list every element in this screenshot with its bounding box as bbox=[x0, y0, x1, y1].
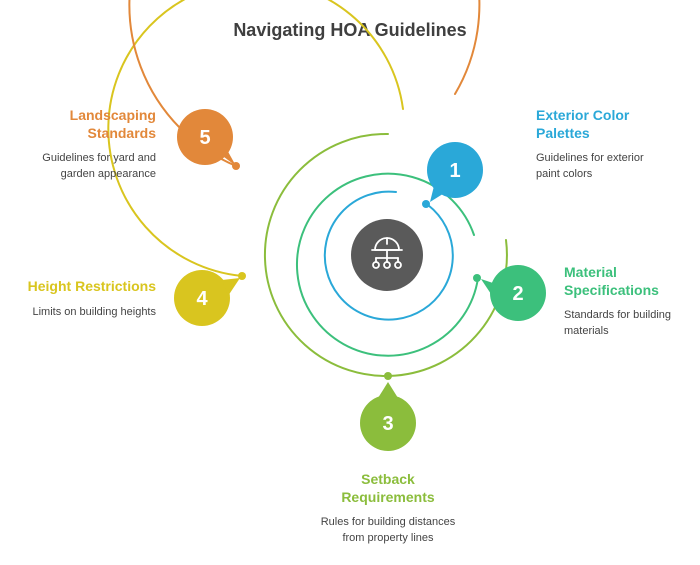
item-1-label-line-1: Exterior Color bbox=[536, 107, 630, 123]
item-5-label: Landscaping Standards bbox=[0, 106, 156, 142]
item-2-description: Standards for building materials bbox=[564, 307, 671, 339]
badge-1-circle bbox=[427, 142, 483, 198]
badge-2-pointer bbox=[481, 279, 495, 300]
item-1-description: Guidelines for exterior paint colors bbox=[536, 150, 644, 182]
dot-1 bbox=[422, 200, 430, 208]
item-1-label-line-2: Palettes bbox=[536, 125, 590, 141]
item-3-label-line-1: Setback bbox=[361, 471, 415, 487]
item-4-desc-line-1: Limits on building heights bbox=[32, 306, 156, 318]
badge-3-circle bbox=[360, 395, 416, 451]
item-5-desc-line-1: Guidelines for yard and bbox=[42, 152, 156, 164]
badge-1[interactable]: 1 bbox=[427, 142, 483, 202]
item-1-desc-line-2: paint colors bbox=[536, 168, 593, 180]
badge-4-number: 4 bbox=[196, 288, 208, 310]
item-3-label-line-2: Requirements bbox=[341, 489, 435, 505]
item-4-description: Limits on building heights bbox=[0, 304, 156, 320]
badge-1-number: 1 bbox=[449, 160, 460, 182]
item-4-label-line-1: Height Restrictions bbox=[27, 278, 156, 294]
item-5-label-line-2: Standards bbox=[87, 125, 156, 141]
ring-1-blue bbox=[323, 190, 454, 321]
badge-3-number: 3 bbox=[382, 413, 393, 435]
badge-3-pointer bbox=[378, 382, 398, 398]
item-2-label-line-1: Material bbox=[564, 264, 617, 280]
item-5-label-line-1: Landscaping bbox=[69, 107, 156, 123]
badge-5-circle bbox=[177, 109, 233, 165]
item-2-label-line-2: Specifications bbox=[564, 282, 659, 298]
item-3-description: Rules for building distances from proper… bbox=[278, 514, 498, 546]
page-title: Navigating HOA Guidelines bbox=[233, 20, 467, 40]
item-2-label: Material Specifications bbox=[564, 263, 659, 299]
dot-3 bbox=[384, 372, 392, 380]
item-3-desc-line-1: Rules for building distances bbox=[320, 516, 456, 528]
badge-5[interactable]: 5 bbox=[177, 109, 236, 166]
item-1-label: Exterior Color Palettes bbox=[536, 106, 629, 142]
badge-2-number: 2 bbox=[512, 283, 523, 305]
item-2-desc-line-2: materials bbox=[564, 325, 609, 337]
badge-4[interactable]: 4 bbox=[174, 270, 240, 326]
ring-4-yellow bbox=[107, 0, 404, 277]
item-5-desc-line-2: garden appearance bbox=[60, 168, 156, 180]
ring-3-lime bbox=[263, 132, 508, 377]
badge-5-pointer bbox=[220, 148, 236, 166]
item-1-desc-line-1: Guidelines for exterior bbox=[536, 152, 644, 164]
item-3-label: Setback Requirements bbox=[288, 470, 488, 506]
badge-1-pointer bbox=[430, 186, 446, 202]
badge-5-number: 5 bbox=[199, 127, 210, 149]
badge-2[interactable]: 2 bbox=[481, 265, 546, 321]
ring-5-orange bbox=[128, 0, 481, 167]
badge-4-pointer bbox=[222, 278, 240, 296]
hierarchy-hardhat-icon bbox=[371, 237, 403, 269]
badge-4-circle bbox=[174, 270, 230, 326]
ring-2-green bbox=[296, 172, 479, 357]
badge-2-circle bbox=[490, 265, 546, 321]
item-3-desc-line-2: from property lines bbox=[342, 532, 434, 544]
item-5-description: Guidelines for yard and garden appearanc… bbox=[0, 150, 156, 182]
item-4-label: Height Restrictions bbox=[0, 277, 156, 295]
badge-3[interactable]: 3 bbox=[360, 382, 416, 451]
dot-2 bbox=[473, 274, 481, 282]
center-hub bbox=[351, 219, 423, 291]
item-2-desc-line-1: Standards for building bbox=[564, 309, 672, 321]
